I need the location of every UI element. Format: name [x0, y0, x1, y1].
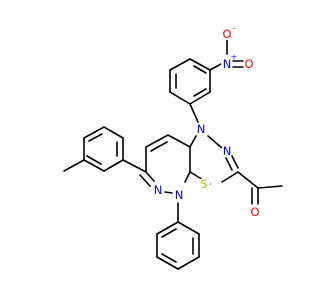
bond: [83, 126, 105, 139]
atom-labels: N + O - O N N S O N: [152, 24, 261, 219]
bonds: [63, 39, 283, 270]
bond: [156, 256, 179, 270]
chemical-structure-diagram: N + O - O N N S O N: [63, 24, 283, 270]
bond: [167, 134, 191, 148]
atom-charge: +: [231, 53, 238, 62]
atom-symbol: N: [223, 144, 232, 158]
bond: [207, 135, 223, 149]
atom-symbol: O: [250, 205, 259, 219]
imine-nitrogen-atom: N: [152, 183, 164, 197]
atom-symbol: O: [222, 27, 231, 41]
thiadiazole-nitrogen-atom: N: [221, 144, 233, 158]
atom-symbol: N: [197, 122, 206, 136]
bond: [103, 126, 124, 139]
bond: [177, 221, 200, 235]
bond: [88, 133, 103, 142]
atom-symbol: O: [244, 57, 253, 71]
bond: [122, 159, 147, 173]
bond: [86, 155, 102, 165]
bond: [184, 171, 191, 183]
bond: [150, 141, 168, 152]
spiro-nitrogen-upper-atom: N: [195, 122, 207, 136]
bond: [103, 159, 124, 172]
bond: [231, 155, 239, 169]
bond: [193, 65, 207, 74]
bond: [164, 191, 173, 194]
nitro-oxygen-atom: O: [243, 57, 255, 71]
sulfur-atom: S: [198, 177, 210, 191]
nitro-oxygen-minus-atom: O -: [221, 24, 236, 41]
bond: [156, 221, 179, 235]
bond: [237, 171, 259, 189]
atom-symbol: N: [154, 183, 163, 197]
atom-symbol: N: [175, 188, 184, 202]
bond: [257, 185, 283, 189]
bond: [209, 63, 222, 71]
bond: [169, 91, 191, 105]
acetyl-oxygen-atom: O: [249, 205, 261, 219]
bond: [169, 58, 191, 71]
nitro-nitrogen-atom: N +: [221, 53, 238, 71]
bond: [139, 174, 151, 187]
bond: [189, 103, 199, 123]
atom-symbol: N: [223, 57, 232, 71]
bond: [221, 171, 239, 183]
bond: [189, 135, 197, 148]
bond: [193, 88, 207, 97]
bond: [225, 157, 233, 171]
bond: [63, 159, 85, 172]
bond: [83, 159, 105, 172]
atom-charge: -: [233, 24, 236, 33]
bond: [189, 91, 211, 105]
bond: [161, 228, 177, 238]
bond: [177, 256, 200, 270]
bond: [145, 171, 155, 182]
bond: [145, 134, 169, 148]
bond: [161, 253, 177, 263]
bond: [189, 58, 211, 71]
atom-symbol: S: [200, 177, 207, 191]
phenyl-nitrogen-atom: N: [173, 188, 185, 202]
